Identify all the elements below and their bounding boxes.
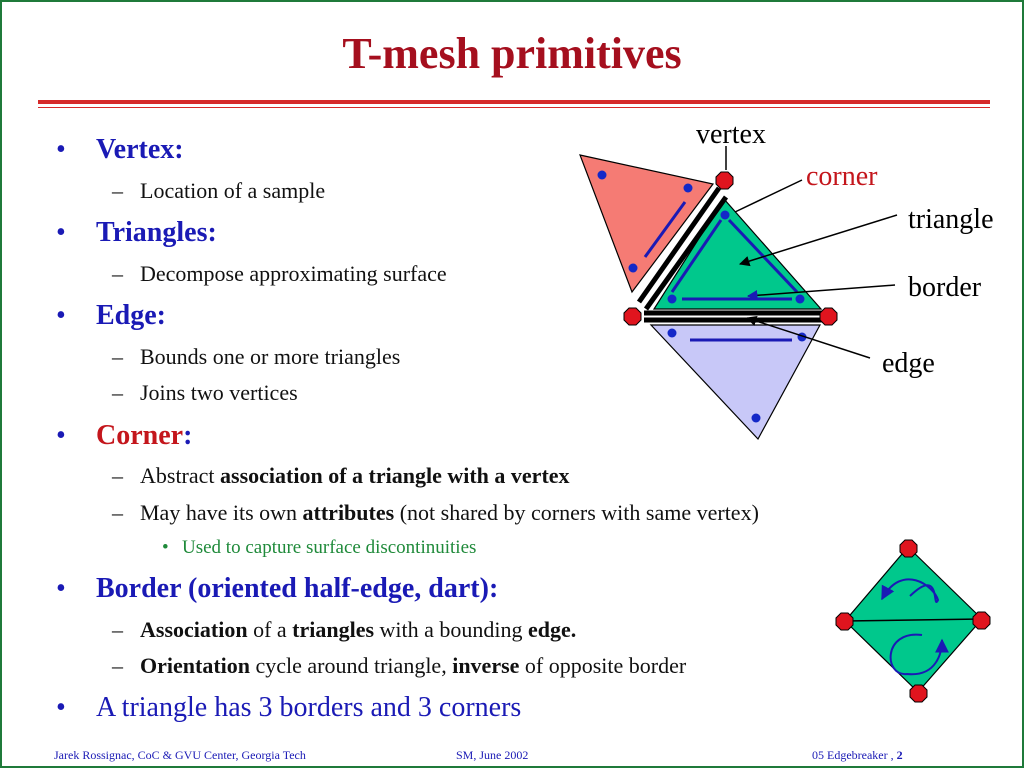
sub-vertex-1-text: Location of a sample <box>140 178 326 203</box>
corner-dot <box>667 294 677 304</box>
bullet-triangles-label: Triangles: <box>96 217 217 248</box>
green-tri-border-left <box>670 219 723 293</box>
footer-date: SM, June 2002 <box>456 748 529 762</box>
sub-border-1-b2: triangles <box>292 617 375 642</box>
bullet-edge-label: Edge: <box>96 300 166 331</box>
corner-dot <box>683 183 693 193</box>
border-callout-line <box>746 284 896 301</box>
sub-corner-1-text: Abstract association of a triangle with … <box>140 463 570 489</box>
footer-page: 05 Edgebreaker , 2 <box>812 748 903 763</box>
vertex-octagon-right <box>819 307 838 326</box>
bullet-corner-colon: : <box>183 420 193 451</box>
sub-corner-2-post: (not shared by corners with same vertex) <box>394 500 759 525</box>
sub-border-2-t2: of opposite border <box>519 653 687 678</box>
sub-border-1-b1: Association <box>140 617 248 642</box>
dash-icon: – <box>112 344 123 369</box>
sub-corner-2-child-text: Used to capture surface discontinuities <box>182 537 477 558</box>
bullet-summary-text: A triangle has 3 borders and 3 corners <box>96 692 522 723</box>
orientation-arrow-lower <box>889 633 949 676</box>
corner-dot <box>795 294 805 304</box>
sub-triangles-1-text: Decompose approximating surface <box>140 261 447 286</box>
vertex-octagon-diamond-left <box>835 612 854 631</box>
footer-author: Jarek Rossignac, CoC & GVU Center, Georg… <box>54 748 306 762</box>
corner-callout-line <box>734 179 803 213</box>
diamond-diagonal <box>844 618 983 622</box>
red-triangle <box>579 154 715 294</box>
bullet-icon: • <box>56 300 66 331</box>
dash-icon: – <box>112 653 123 678</box>
red-tri-border <box>643 201 687 258</box>
dash-icon: – <box>112 178 123 203</box>
sub-border-2-text: Orientation cycle around triangle, inver… <box>140 653 686 679</box>
edge-diagonal-b <box>643 195 729 311</box>
edge-diagonal-a <box>636 186 722 304</box>
bullet-icon: • <box>56 420 66 451</box>
edge-callout-line <box>746 315 871 359</box>
vertex-octagon-top <box>715 171 734 190</box>
corner-dot <box>751 413 761 423</box>
sub-corner-2-text: May have its own attributes (not shared … <box>140 500 759 526</box>
bullet-vertex-label: Vertex: <box>96 134 184 165</box>
dash-icon: – <box>112 500 123 525</box>
slide-title: T-mesh primitives <box>342 29 682 78</box>
label-edge: edge <box>882 348 935 379</box>
sub-edge-2-text: Joins two vertices <box>140 380 298 405</box>
sub-border-1-t1: of a <box>247 617 293 642</box>
label-triangle: triangle <box>908 204 994 235</box>
sub-border-2-t1: cycle around triangle, <box>250 653 453 678</box>
sub-border-1-text: Association of a triangles with a boundi… <box>140 617 576 643</box>
bullet-corner-label: Corner <box>96 420 184 451</box>
bullet-icon: • <box>56 573 66 604</box>
corner-dot <box>667 328 677 338</box>
sub-border-1-t2: with a bounding <box>374 617 529 642</box>
sub-edge-1-text: Bounds one or more triangles <box>140 344 401 369</box>
bullet-border-label: Border (oriented half-edge, dart): <box>96 573 499 604</box>
sub-corner-1-pre: Abstract <box>140 463 221 488</box>
vertex-octagon-diamond-top <box>899 539 918 558</box>
dash-icon: – <box>112 261 123 286</box>
footer-page-pre: 05 Edgebreaker , <box>812 748 897 762</box>
orientation-arrow-upper <box>881 578 940 603</box>
footer-page-number: 2 <box>896 748 903 762</box>
sub-border-2-b2: inverse <box>452 653 520 678</box>
label-border: border <box>908 272 982 303</box>
bullet-icon: • <box>56 134 66 165</box>
blue-triangle <box>649 324 822 441</box>
corner-dot <box>597 170 607 180</box>
triangle-callout-line <box>738 214 898 267</box>
sub-border-2-b1: Orientation <box>140 653 250 678</box>
bullet-icon: • <box>56 692 66 723</box>
vertex-octagon-left <box>623 307 642 326</box>
sub-corner-2-bold: attributes <box>302 500 395 525</box>
sub-corner-1-bold: association of a triangle with a vertex <box>220 463 570 488</box>
dash-icon: – <box>112 617 123 642</box>
vertex-octagon-diamond-right <box>972 611 991 630</box>
corner-dot <box>628 263 638 273</box>
title-rule-thin <box>38 107 990 108</box>
vertex-octagon-diamond-bottom <box>909 684 928 703</box>
sub-corner-2-pre: May have its own <box>140 500 303 525</box>
corner-dot <box>720 210 730 220</box>
green-tri-border-right <box>727 218 799 294</box>
bullet-icon: • <box>162 537 169 558</box>
label-corner: corner <box>806 161 878 192</box>
dash-icon: – <box>112 463 123 488</box>
bullet-icon: • <box>56 217 66 248</box>
title-rule <box>38 100 990 104</box>
sub-border-1-b3: edge. <box>528 617 577 642</box>
dash-icon: – <box>112 380 123 405</box>
bullet-corner-text: Corner: <box>96 420 192 452</box>
label-vertex: vertex <box>696 119 766 150</box>
